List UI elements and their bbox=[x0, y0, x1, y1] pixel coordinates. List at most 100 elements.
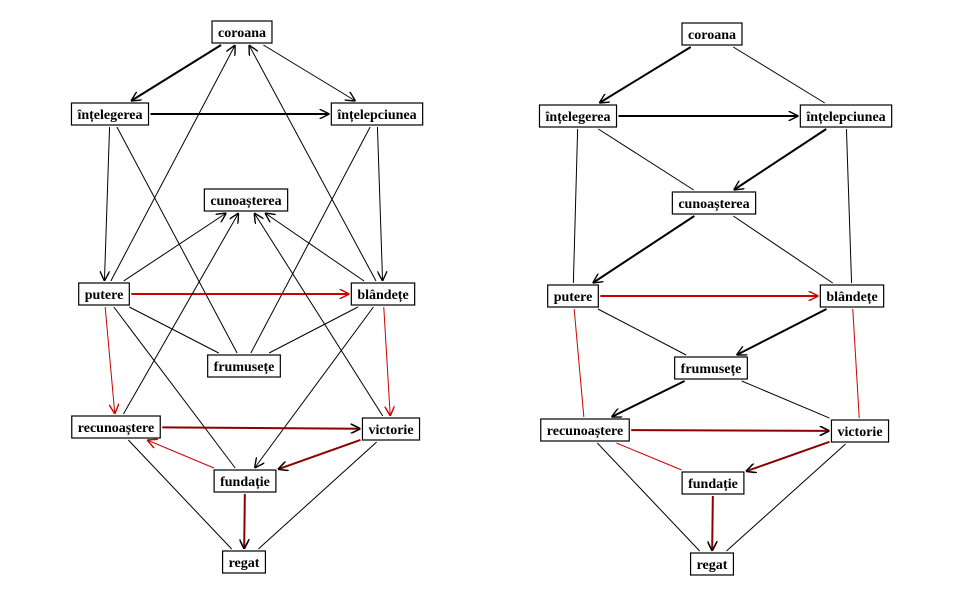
node-regat: regat bbox=[689, 552, 735, 576]
node-box bbox=[547, 284, 599, 308]
node-intelegerea: înțelegerea bbox=[70, 102, 150, 126]
node-fundatie: fundație bbox=[681, 471, 745, 495]
node-box bbox=[361, 417, 421, 441]
edge-victorie-to-regat bbox=[258, 441, 377, 550]
node-box bbox=[350, 282, 416, 306]
node-label: victorie bbox=[837, 425, 882, 440]
edge-blandete-to-coroana bbox=[249, 45, 377, 282]
node-coroana: coroana bbox=[681, 22, 743, 46]
edge-fundatie-to-regat bbox=[712, 495, 713, 551]
node-label: recunoaștere bbox=[78, 421, 154, 436]
node-frumusete: frumusețe bbox=[674, 356, 748, 380]
edge-putere-to-cunoasterea bbox=[123, 213, 227, 282]
nodes-right: coroana înțelegerea înțelepciunea cunoașter… bbox=[538, 22, 893, 576]
edge-cunoasterea-to-putere bbox=[593, 215, 695, 283]
edge-coroana-to-intelegerea bbox=[599, 46, 692, 104]
node-label: coroana bbox=[688, 28, 736, 43]
node-label: fundație bbox=[688, 477, 738, 492]
node-label: cunoașterea bbox=[210, 194, 281, 209]
node-label: putere bbox=[85, 288, 124, 303]
node-label: putere bbox=[554, 290, 593, 305]
node-label: coroana bbox=[218, 26, 266, 41]
node-label: regat bbox=[697, 558, 728, 573]
node-label: înțelegerea bbox=[544, 110, 610, 125]
nodes-left: coroana înțelegerea înțelepciunea cunoașter… bbox=[70, 20, 424, 574]
node-box bbox=[538, 104, 618, 128]
node-label: victorie bbox=[368, 423, 413, 438]
edge-intelepciunea-to-cunoasterea bbox=[734, 128, 827, 190]
edge-intelegerea-to-frumusete bbox=[116, 126, 238, 354]
diagram-right: coroana înțelegerea înțelepciunea cunoașter… bbox=[538, 22, 893, 576]
edge-intelepciunea-to-blandete bbox=[376, 126, 382, 281]
node-box bbox=[689, 552, 735, 576]
edge-recunoastere-to-fundatie bbox=[616, 442, 682, 471]
edge-fundatie-to-regat bbox=[244, 493, 245, 549]
edge-blandete-to-victorie bbox=[383, 306, 390, 416]
edge-blandete-to-victorie bbox=[852, 308, 860, 419]
node-blandete: blândețe bbox=[819, 284, 885, 308]
node-label: frumusețe bbox=[214, 360, 275, 375]
node-box bbox=[830, 419, 890, 443]
edge-frumusete-to-victorie bbox=[741, 380, 830, 419]
node-cunoasterea: cunoașterea bbox=[203, 188, 289, 212]
edge-intelegerea-to-putere bbox=[104, 126, 111, 281]
edge-recunoastere-to-regat bbox=[596, 442, 701, 552]
edge-intelepciunea-to-frumusete bbox=[250, 126, 371, 354]
edge-recunoastere-to-victorie bbox=[631, 430, 829, 431]
edge-intelegerea-to-cunoasterea bbox=[598, 128, 694, 191]
node-box bbox=[681, 471, 745, 495]
node-putere: putere bbox=[78, 282, 130, 306]
node-box bbox=[213, 469, 277, 493]
node-victorie: victorie bbox=[361, 417, 421, 441]
edge-intelegerea-to-putere bbox=[572, 128, 579, 284]
node-box bbox=[671, 191, 757, 215]
node-label: înțelepciunea bbox=[805, 110, 885, 125]
node-intelepciunea: înțelepciunea bbox=[330, 102, 424, 126]
edge-frumusete-to-recunoastere bbox=[611, 380, 686, 418]
edge-putere-to-recunoastere bbox=[104, 306, 115, 414]
node-recunoastere: recunoaștere bbox=[540, 418, 630, 442]
node-victorie: victorie bbox=[830, 419, 890, 443]
edge-blandete-to-fundatie bbox=[255, 306, 374, 468]
edges-right bbox=[572, 46, 860, 552]
node-box bbox=[70, 102, 150, 126]
node-recunoastere: recunoaștere bbox=[71, 415, 161, 439]
edge-putere-to-fundatie bbox=[113, 306, 236, 469]
node-cunoasterea: cunoașterea bbox=[671, 191, 757, 215]
edge-victorie-to-fundatie bbox=[746, 440, 830, 472]
node-box bbox=[681, 22, 743, 46]
node-label: fundație bbox=[220, 475, 270, 490]
edges-left bbox=[104, 44, 390, 550]
node-blandete: blândețe bbox=[350, 282, 416, 306]
node-label: blândețe bbox=[357, 288, 408, 303]
node-box bbox=[540, 418, 630, 442]
node-box bbox=[211, 20, 273, 44]
node-intelegerea: înțelegerea bbox=[538, 104, 618, 128]
node-box bbox=[799, 104, 893, 128]
edge-coroana-to-intelegerea bbox=[131, 44, 222, 102]
edge-victorie-to-cunoasterea bbox=[254, 213, 384, 417]
edge-putere-to-coroana bbox=[110, 45, 235, 282]
node-box bbox=[71, 415, 161, 439]
edge-fundatie-to-recunoastere bbox=[147, 440, 215, 469]
node-regat: regat bbox=[221, 550, 267, 574]
diagram-left: coroana înțelegerea înțelepciunea cunoașter… bbox=[70, 20, 424, 574]
edge-recunoastere-to-victorie bbox=[162, 427, 360, 428]
node-box bbox=[674, 356, 748, 380]
node-label: înțelepciunea bbox=[336, 108, 416, 123]
edge-coroana-to-intelepciunea bbox=[263, 44, 355, 101]
node-label: înțelegerea bbox=[76, 108, 142, 123]
node-frumusete: frumusețe bbox=[207, 354, 281, 378]
edge-blandete-to-cunoasterea bbox=[265, 213, 365, 282]
node-fundatie: fundație bbox=[213, 469, 277, 493]
edge-coroana-to-intelepciunea bbox=[732, 46, 826, 104]
node-coroana: coroana bbox=[211, 20, 273, 44]
node-box bbox=[819, 284, 885, 308]
edge-recunoastere-to-cunoasterea bbox=[123, 213, 238, 415]
edge-putere-to-frumusete bbox=[129, 306, 219, 354]
edge-putere-to-frumusete bbox=[597, 308, 687, 356]
node-box bbox=[221, 550, 267, 574]
edge-victorie-to-fundatie bbox=[278, 438, 361, 469]
edge-recunoastere-to-regat bbox=[127, 439, 233, 550]
edge-victorie-to-regat bbox=[726, 443, 846, 552]
